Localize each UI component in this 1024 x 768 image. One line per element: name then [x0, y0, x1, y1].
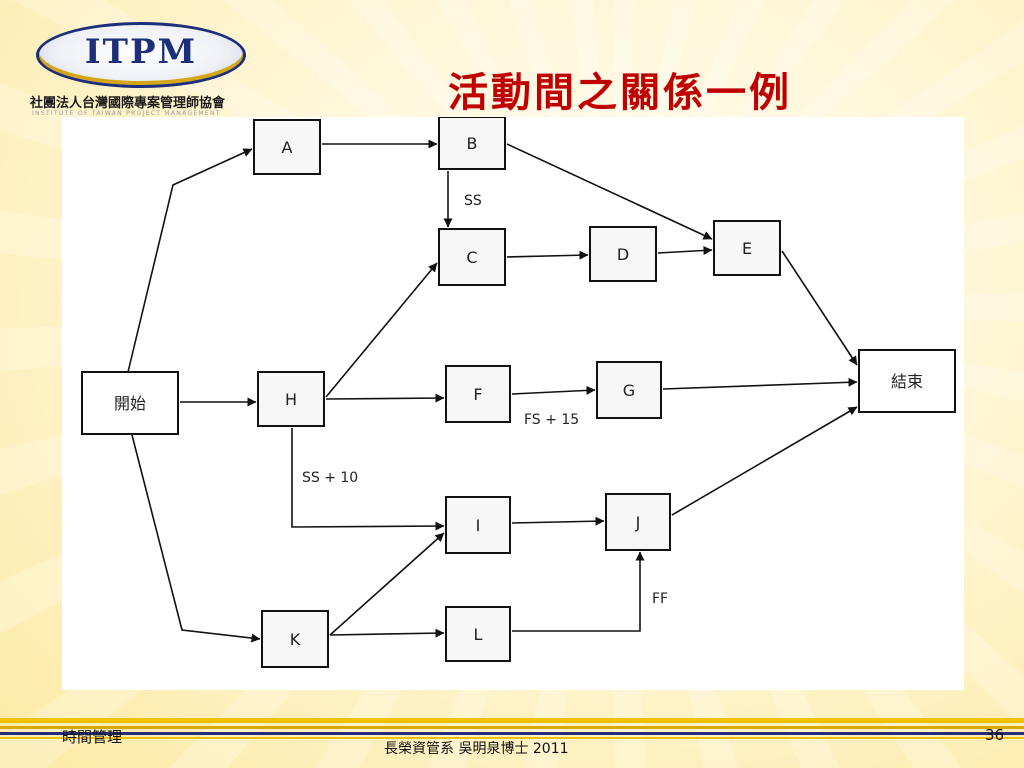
network-diagram-panel: 開始 A B C D E F G H I J K L 結束 SS FS + 15 SS + 10 FF — [62, 117, 964, 690]
logo-org-name: 社團法人台灣國際專案管理師協會 — [30, 96, 226, 111]
node-c: C — [438, 228, 506, 286]
node-i: I — [445, 496, 511, 554]
node-box — [445, 496, 511, 554]
footer-author: 長榮資管系 吳明泉博士 2011 — [384, 741, 569, 757]
node-box — [261, 610, 329, 668]
node-box — [596, 361, 662, 419]
footer-topic: 時間管理 — [62, 728, 123, 746]
node-label: 開始 — [114, 394, 146, 413]
node-box — [253, 119, 321, 175]
node-l: L — [445, 606, 511, 662]
itpm-logo: ITPM 社團法人台灣國際專案管理師協會 INSTITUTE OF TAIWAN… — [30, 22, 250, 122]
logo-org-name-en: INSTITUTE OF TAIWAN PROJECT MANAGEMENT — [32, 110, 221, 117]
node-box — [589, 226, 657, 282]
node-label: K — [290, 630, 301, 649]
node-a: A — [253, 119, 321, 175]
edge-g-end — [662, 377, 858, 390]
edge-label-f-g: FS + 15 — [524, 412, 579, 428]
node-label: 結束 — [891, 372, 923, 391]
edge-j-end — [671, 406, 858, 516]
node-label: A — [282, 138, 293, 157]
edge-e-end — [781, 250, 858, 366]
edge-h-i — [291, 428, 445, 531]
edge-d-e — [657, 245, 713, 255]
node-label: I — [476, 516, 481, 535]
network-diagram: 開始 A B C D E F G H I J K L 結束 SS FS + 15 SS + 10 FF — [81, 117, 956, 668]
node-b: B — [438, 117, 506, 170]
edge-i-j — [511, 516, 605, 526]
node-label: B — [467, 134, 478, 153]
node-label: D — [617, 245, 629, 264]
edge-label-b-c: SS — [464, 193, 482, 209]
node-box — [713, 220, 781, 276]
edge-label-l-j: FF — [652, 591, 668, 607]
node-box — [605, 493, 671, 551]
footer-stripe — [0, 718, 1024, 723]
node-k: K — [261, 610, 329, 668]
edge-start-a — [127, 148, 253, 373]
node-box — [445, 606, 511, 662]
node-start: 開始 — [81, 371, 179, 435]
edge-start-k — [131, 434, 261, 643]
logo-ellipse — [36, 22, 246, 88]
edge-label-h-i: SS + 10 — [302, 470, 358, 486]
footer-stripe — [0, 726, 1024, 729]
edge-k-l — [329, 628, 445, 638]
edge-h-f — [325, 393, 445, 403]
node-label: F — [473, 385, 482, 404]
edge-k-i — [329, 532, 445, 636]
node-box — [257, 371, 325, 427]
node-label: L — [474, 625, 483, 644]
page-number: 36 — [985, 726, 1005, 744]
footer-stripe — [0, 737, 1024, 739]
node-h: H — [257, 371, 325, 427]
edge-f-g — [511, 385, 596, 395]
node-end: 結束 — [858, 349, 956, 413]
node-box — [438, 117, 506, 170]
slide-title: 活動間之關係一例 — [448, 69, 792, 116]
node-j: J — [605, 493, 671, 551]
node-label: J — [635, 513, 641, 532]
node-label: E — [742, 239, 752, 258]
footer-stripe — [0, 732, 1024, 735]
node-box — [81, 371, 179, 435]
node-label: C — [466, 248, 477, 267]
edge-c-d — [506, 250, 589, 260]
node-label: G — [623, 381, 635, 400]
node-label: H — [285, 390, 297, 409]
edge-h-c — [325, 262, 438, 398]
node-box — [438, 228, 506, 286]
node-box — [445, 365, 511, 423]
node-g: G — [596, 361, 662, 419]
edge-l-j — [512, 551, 645, 632]
edge-b-e — [506, 143, 713, 240]
node-d: D — [589, 226, 657, 282]
node-box — [858, 349, 956, 413]
logo-mark: ITPM — [84, 32, 198, 72]
node-f: F — [445, 365, 511, 423]
node-e: E — [713, 220, 781, 276]
